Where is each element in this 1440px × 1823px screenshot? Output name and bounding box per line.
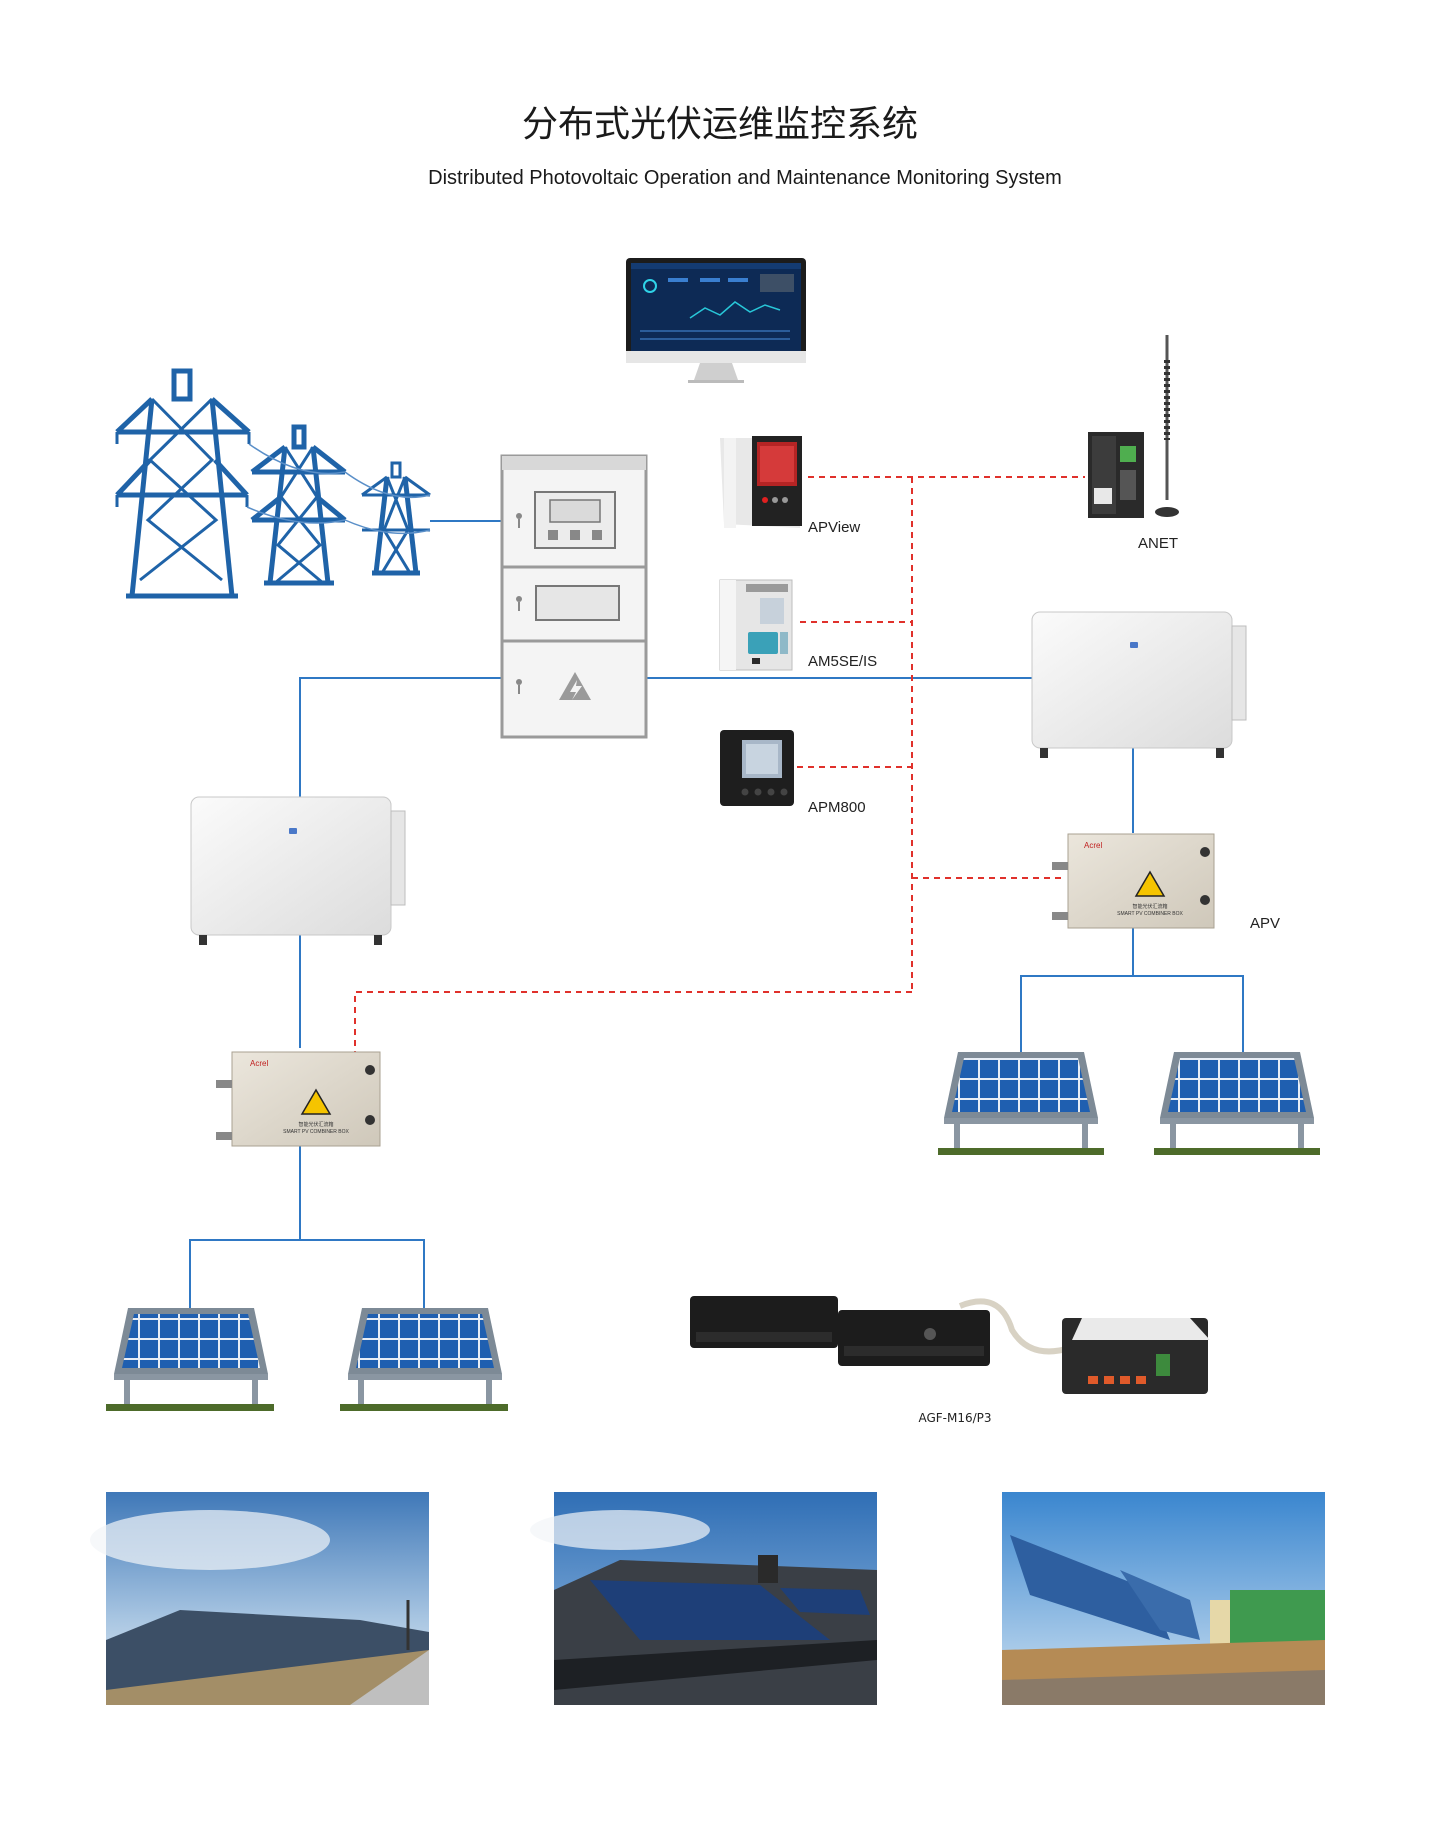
communication-lines <box>354 476 1085 1055</box>
transmission-tower-small <box>361 461 431 576</box>
combiner-line1: 智能光伏汇流箱 <box>1132 903 1167 910</box>
power-cables <box>246 443 431 535</box>
photo-ground-solar-farm <box>90 1492 429 1705</box>
label-apv: APV <box>1250 915 1280 932</box>
photo-tracker-solar <box>1002 1492 1325 1705</box>
combiner-line2: SMART PV COMBINER BOX <box>1117 911 1183 917</box>
solar-panel-left-2 <box>340 1308 508 1411</box>
label-apview: APView <box>808 519 860 536</box>
transmission-tower-large <box>115 368 251 599</box>
combiner-brand: Acrel <box>1084 841 1102 850</box>
label-anet: ANET <box>1138 535 1178 552</box>
inverter-right <box>1031 611 1247 758</box>
power-lines <box>189 520 1244 1318</box>
photo-rooftop-solar <box>530 1492 877 1705</box>
label-am5se: AM5SE/IS <box>808 653 877 670</box>
switchgear-cabinet <box>500 454 648 739</box>
combiner-line2-left: SMART PV COMBINER BOX <box>283 1129 349 1135</box>
page-title: 分布式光伏运维监控系统 <box>522 104 918 145</box>
combiner-box-left: Acrel 智能光伏汇流箱 SMART PV COMBINER BOX <box>216 1051 381 1147</box>
combiner-brand-left: Acrel <box>250 1059 268 1068</box>
combiner-box-right: Acrel 智能光伏汇流箱 SMART PV COMBINER BOX <box>1052 833 1215 929</box>
inverter-left <box>190 796 406 945</box>
solar-panel-left-1 <box>106 1308 274 1411</box>
label-apm800: APM800 <box>808 799 866 816</box>
combiner-line1-left: 智能光伏汇流箱 <box>298 1121 333 1128</box>
monitor-display <box>626 258 806 383</box>
device-anet <box>1088 335 1179 518</box>
solar-panel-right-1 <box>938 1052 1104 1155</box>
device-apview <box>720 436 802 528</box>
device-apm800 <box>720 730 794 806</box>
device-agf <box>690 1296 1210 1394</box>
label-agf: AGF-M16/P3 <box>918 1411 991 1425</box>
device-am5se <box>719 579 793 671</box>
transmission-tower-medium <box>250 424 347 586</box>
page-subtitle: Distributed Photovoltaic Operation and M… <box>428 167 1062 189</box>
solar-panel-right-2 <box>1154 1052 1320 1155</box>
